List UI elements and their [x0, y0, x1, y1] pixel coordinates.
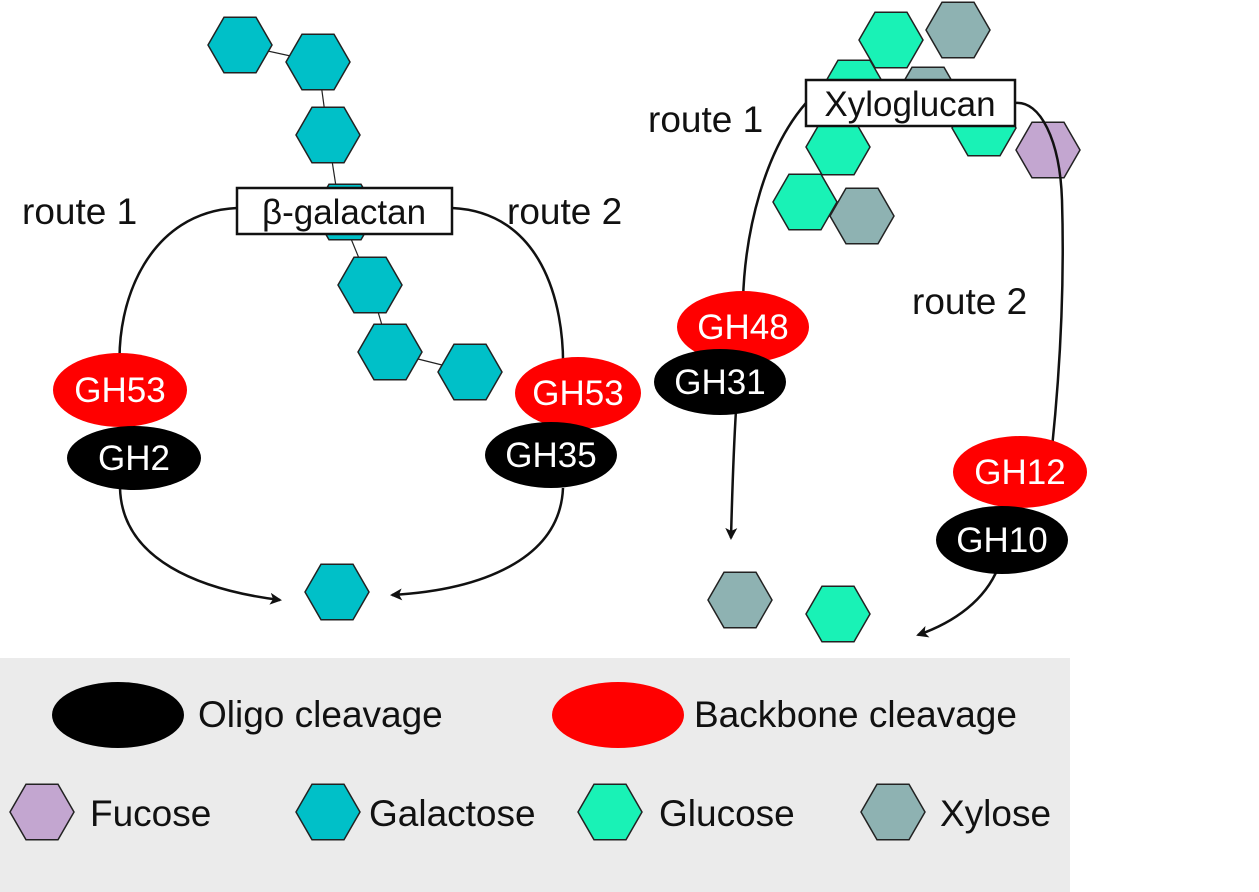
galactan-route1-backbone-enzyme — [53, 353, 187, 427]
galactan-route1-path — [118, 206, 238, 373]
xyloglucan-route1-oligo-label: GH31 — [674, 363, 765, 402]
xyloglucan-route1-label: route 1 — [648, 99, 763, 140]
galactan-panel: β-galactan route 1 route 2 GH53 GH2 GH53… — [22, 16, 641, 621]
galactan-route1-label: route 1 — [22, 191, 137, 232]
galactan-substrate-box — [235, 186, 454, 236]
galactan-route2-label: route 2 — [507, 191, 622, 232]
glucose-hex-5 — [772, 173, 838, 231]
xyloglucan-product-xylose — [707, 571, 773, 629]
xyloglucan-route2-backbone-label: GH12 — [974, 453, 1065, 492]
galactose-hex-2 — [285, 33, 351, 91]
legend-backbone-swatch — [552, 682, 684, 748]
xyloglucan-panel: Xyloglucan route 1 route 2 GH48 GH31 GH1… — [648, 1, 1087, 643]
legend-backbone-label: Backbone cleavage — [694, 694, 1017, 735]
xyloglucan-route2-backbone-enzyme — [953, 436, 1087, 508]
galactan-route2-backbone-label: GH53 — [532, 374, 623, 413]
legend-glucose-label: Glucose — [659, 793, 795, 834]
xyloglucan-route2-oligo-label: GH10 — [956, 521, 1047, 560]
galactose-hex-6 — [357, 323, 423, 381]
galactan-route1-oligo-label: GH2 — [98, 439, 170, 478]
legend: Oligo cleavage Backbone cleavage Fucose … — [0, 658, 1070, 892]
galactan-route1-oligo-enzyme — [67, 426, 201, 490]
legend-galactose-label: Galactose — [369, 793, 536, 834]
xyloglucan-substrate-label: Xyloglucan — [824, 85, 995, 124]
galactan-route2-arrow — [390, 487, 565, 601]
legend-oligo-swatch — [52, 682, 184, 748]
legend-xylose-label: Xylose — [940, 793, 1051, 834]
glucose-hex-4 — [805, 118, 871, 176]
galactan-route1-backbone-label: GH53 — [74, 371, 165, 410]
galactan-route2-backbone-enzyme — [515, 357, 641, 429]
galactose-hex-7 — [437, 343, 503, 401]
galactose-hex-3 — [295, 106, 361, 164]
xyloglucan-route1-arrow — [725, 409, 738, 540]
galactan-route2-path — [451, 206, 565, 373]
legend-fucose-label: Fucose — [90, 793, 211, 834]
galactan-route1-arrow — [118, 487, 282, 605]
legend-oligo-label: Oligo cleavage — [198, 694, 443, 735]
xyloglucan-route1-backbone-label: GH48 — [697, 308, 788, 347]
xyloglucan-route1-backbone-enzyme — [677, 291, 809, 363]
xyloglucan-route2-label: route 2 — [912, 281, 1027, 322]
xylose-hex-1 — [925, 1, 991, 59]
xylose-hex-3 — [829, 187, 895, 245]
xyloglucan-route1-oligo-enzyme — [654, 349, 786, 415]
xyloglucan-route1-path — [741, 102, 807, 301]
galactan-route2-oligo-enzyme — [485, 422, 617, 488]
xyloglucan-route2-oligo-enzyme — [936, 506, 1068, 574]
xyloglucan-substrate-box — [804, 78, 1017, 128]
xyloglucan-product-glucose — [805, 585, 871, 643]
glucose-hex-1 — [858, 11, 924, 69]
legend-background — [0, 658, 1070, 892]
galactose-hex-5 — [337, 256, 403, 314]
galactan-product-galactose — [304, 563, 370, 621]
galactan-substrate-label: β-galactan — [262, 193, 426, 232]
xyloglucan-route2-arrow — [916, 567, 1000, 638]
galactan-route2-oligo-label: GH35 — [505, 436, 596, 475]
galactose-hex-1 — [207, 16, 273, 74]
xyloglucan-route2-path — [1014, 101, 1064, 449]
